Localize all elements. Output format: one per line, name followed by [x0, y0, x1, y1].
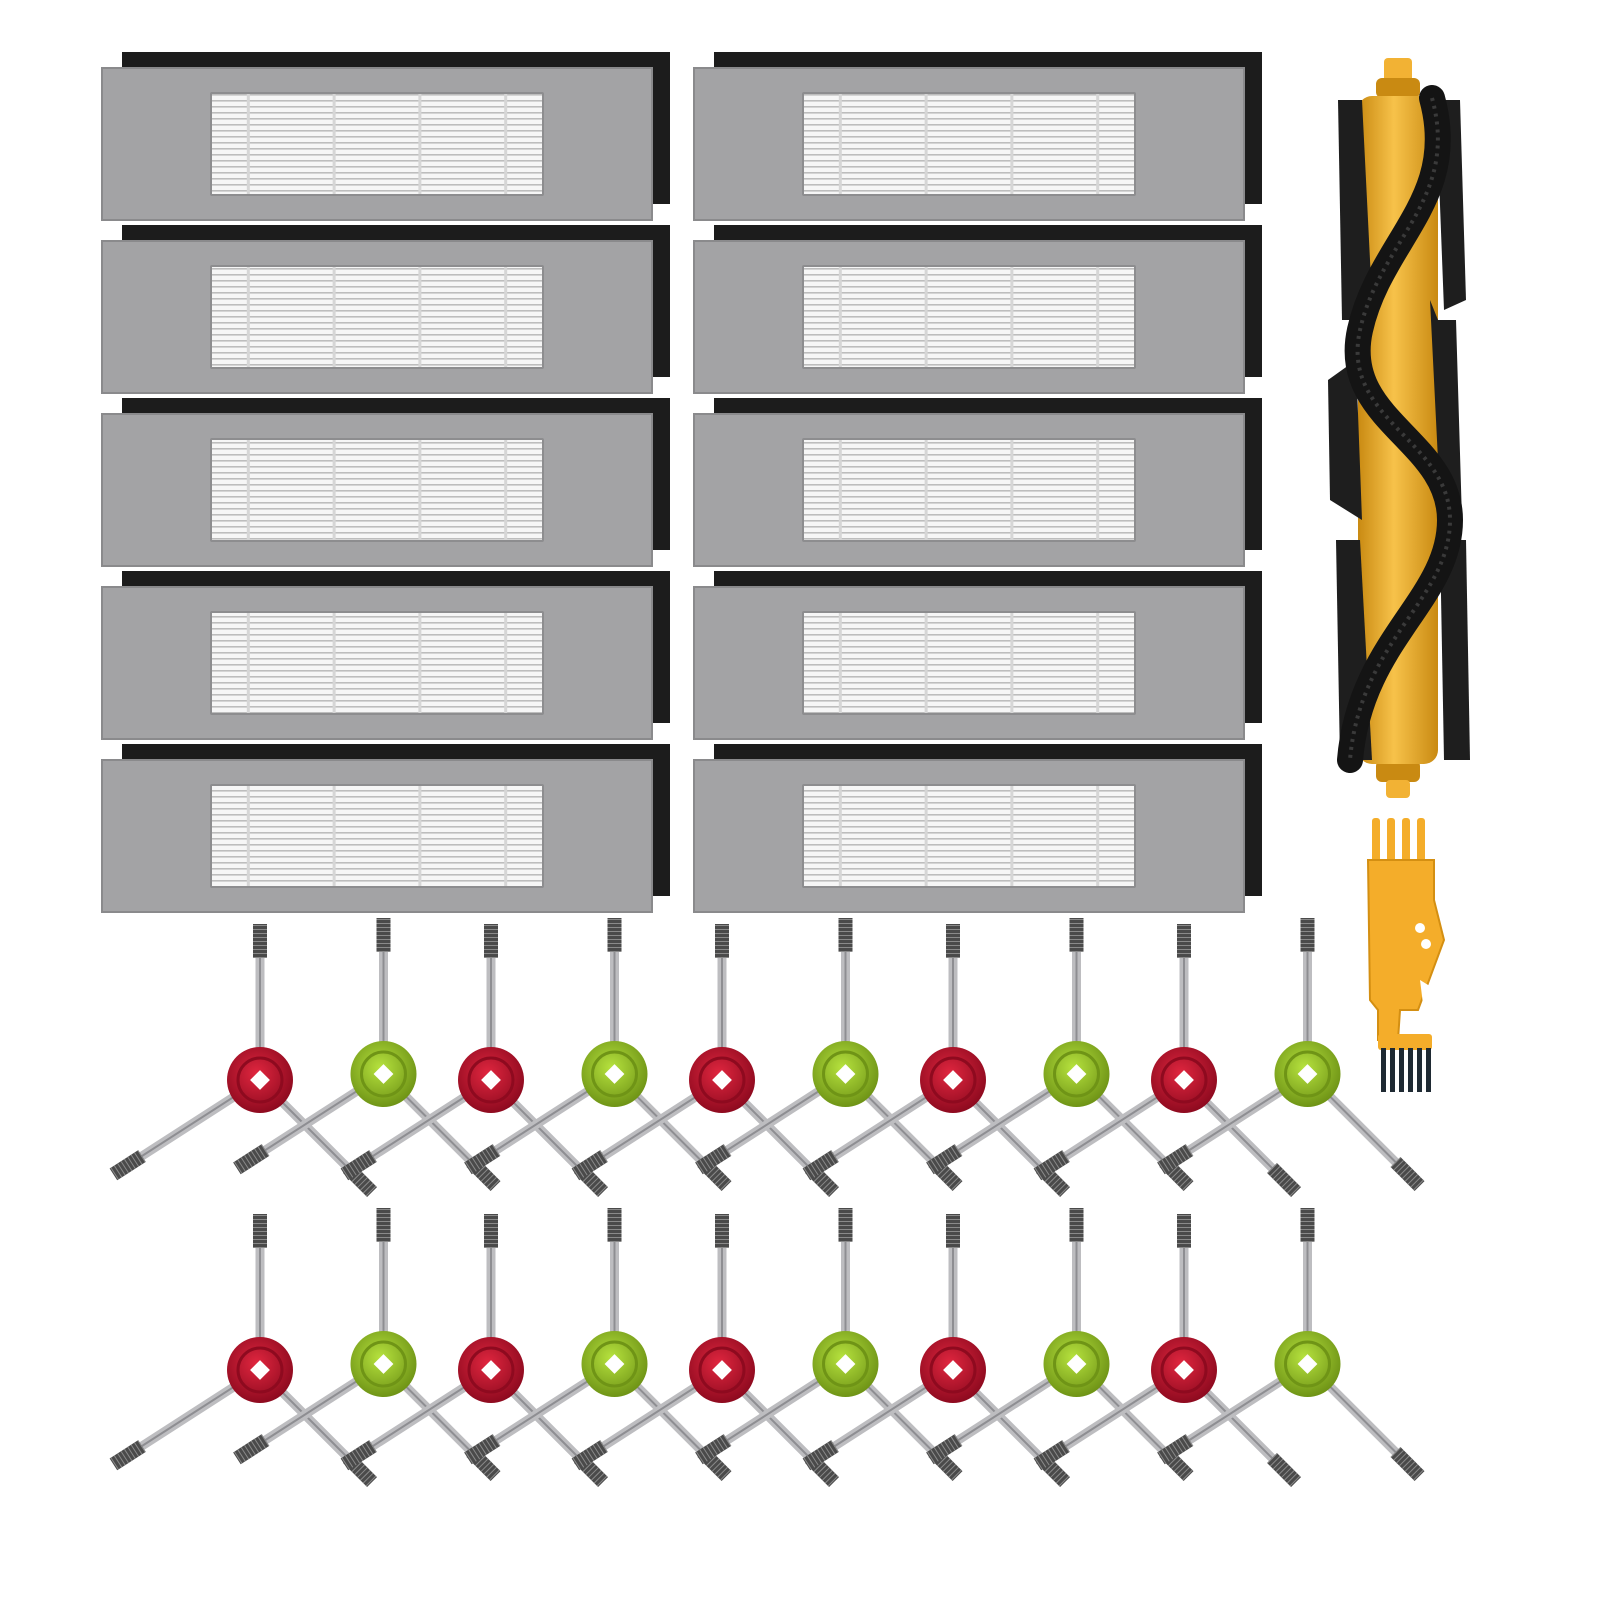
brush-bristle-strip [1337, 85, 1464, 773]
side-brush-socket [481, 1070, 501, 1090]
side-brush-socket [712, 1360, 732, 1380]
tool-bristle [1390, 1048, 1395, 1092]
side-brush-socket [373, 1064, 394, 1084]
tool-fork-tine [1417, 818, 1425, 864]
hepa-filter [693, 225, 1262, 394]
hepa-filter [693, 571, 1262, 740]
hepa-filter [693, 52, 1262, 221]
tool-body [1366, 859, 1446, 1041]
side-brush-red [1033, 924, 1301, 1197]
tool-fork-tine [1387, 818, 1395, 864]
side-brush-socket [943, 1360, 963, 1380]
side-brush-green [464, 918, 732, 1191]
side-brush-socket [1174, 1070, 1194, 1090]
side-brush-socket [604, 1354, 625, 1374]
tool-bristle [1381, 1048, 1386, 1092]
hepa-filter [101, 398, 670, 567]
filter-media [804, 267, 1134, 367]
side-brush-red [802, 924, 1070, 1197]
side-brush-grid [109, 918, 1425, 1487]
side-brush-socket [250, 1360, 270, 1380]
hepa-filter [693, 744, 1262, 913]
filter-media [212, 94, 542, 194]
side-brush-socket [1297, 1064, 1318, 1084]
side-brush-socket [604, 1064, 625, 1084]
filter-media [804, 786, 1134, 886]
hepa-filter-grid [101, 52, 1262, 913]
side-brush-green [926, 918, 1194, 1191]
side-brush-socket [835, 1064, 856, 1084]
tool-fork-tine [1402, 818, 1410, 864]
side-brush-socket [373, 1354, 394, 1374]
filter-media [804, 613, 1134, 713]
filter-media [804, 94, 1134, 194]
hepa-filter [101, 571, 670, 740]
filter-media [212, 440, 542, 540]
tool-bristle [1408, 1048, 1413, 1092]
hepa-filter [693, 398, 1262, 567]
brush-end-cap [1384, 58, 1412, 82]
filter-media [212, 786, 542, 886]
side-brush-socket [835, 1354, 856, 1374]
side-brush-red [340, 924, 608, 1197]
side-brush-green [1157, 1208, 1425, 1481]
tool-bristle [1417, 1048, 1422, 1092]
brush-end-cap [1386, 780, 1410, 798]
side-brush-socket [1174, 1360, 1194, 1380]
side-brush-socket [250, 1070, 270, 1090]
side-brush-green [233, 918, 501, 1191]
filter-media [212, 613, 542, 713]
side-brush-socket [1297, 1354, 1318, 1374]
tool-bristle [1399, 1048, 1404, 1092]
hepa-filter [101, 52, 670, 221]
side-brush-socket [1066, 1064, 1087, 1084]
side-brush-socket [481, 1360, 501, 1380]
side-brush-red [571, 924, 839, 1197]
side-brush-green [464, 1208, 732, 1481]
tool-bristle [1426, 1048, 1431, 1092]
brush-rubber-flap [1440, 540, 1470, 760]
side-brush-green [1157, 918, 1425, 1191]
brush-rubber-flap [1338, 100, 1372, 320]
side-brush-green [926, 1208, 1194, 1481]
side-brush-green [233, 1208, 501, 1481]
main-roller-brush [1328, 58, 1470, 798]
hepa-filter [101, 744, 670, 913]
cleaning-tool [1366, 818, 1446, 1092]
brush-rubber-flap [1328, 360, 1362, 520]
side-brush-red [1033, 1214, 1301, 1487]
side-brush-socket [943, 1070, 963, 1090]
filter-media [804, 440, 1134, 540]
side-brush-socket [712, 1070, 732, 1090]
tool-fork-tine [1372, 818, 1380, 864]
side-brush-socket [1066, 1354, 1087, 1374]
hepa-filter [101, 225, 670, 394]
filter-media [212, 267, 542, 367]
